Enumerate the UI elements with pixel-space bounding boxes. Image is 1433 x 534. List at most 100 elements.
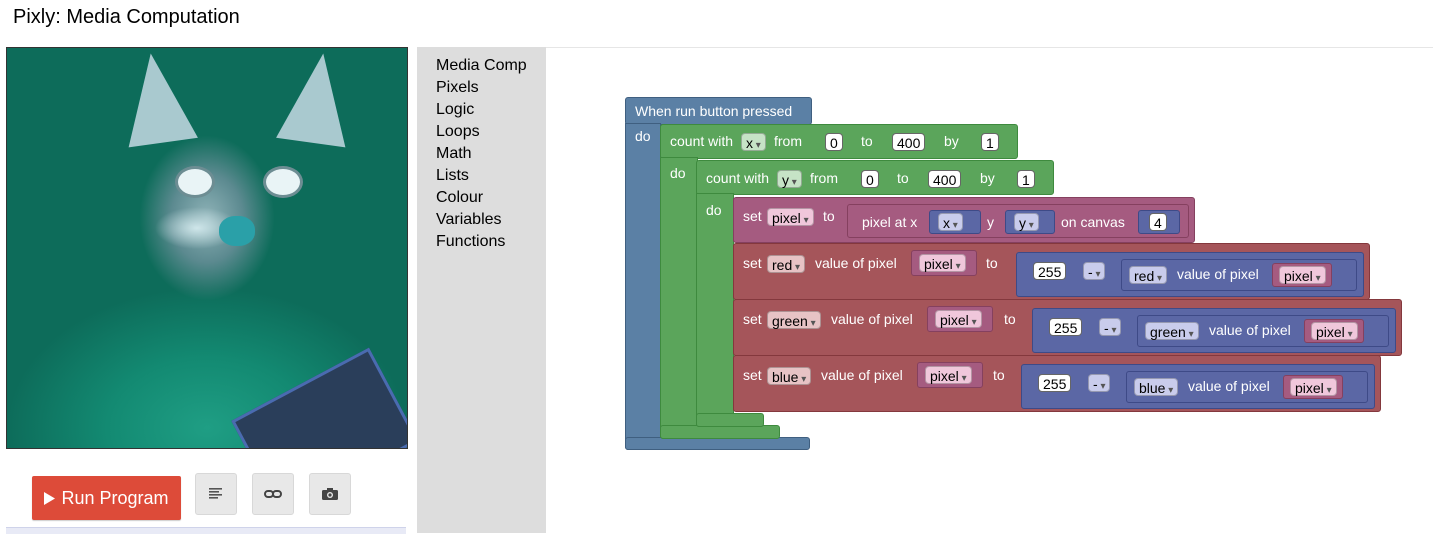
green-subtract-block[interactable]: 255 - green value of pixel pixel <box>1032 308 1396 353</box>
run-program-button[interactable]: Run Program <box>32 476 181 520</box>
loop-x-footer[interactable] <box>660 425 780 439</box>
toolbox-category-variables[interactable]: Variables <box>436 211 502 228</box>
y-variable-block[interactable]: y <box>1005 210 1055 234</box>
green-pixel-dropdown[interactable]: pixel <box>935 310 982 328</box>
align-left-icon <box>209 488 222 499</box>
toolbox-category-pixels[interactable]: Pixels <box>436 79 479 96</box>
loop-x-count-with: count with <box>670 133 734 149</box>
red-inner-value-block[interactable]: red value of pixel pixel <box>1121 259 1357 291</box>
cat-book <box>231 347 407 448</box>
show-code-button[interactable] <box>195 473 237 515</box>
blue-inner-channel-dropdown[interactable]: blue <box>1134 378 1179 396</box>
loop-y-step-field[interactable]: 1 <box>1017 170 1035 188</box>
green-inner-channel-dropdown[interactable]: green <box>1145 322 1199 340</box>
red-inner-pixel-dropdown[interactable]: pixel <box>1279 266 1326 284</box>
blue-pixel-dropdown[interactable]: pixel <box>925 366 972 384</box>
blue-operator-dropdown[interactable]: - <box>1088 374 1111 392</box>
green-inner-pixel-block[interactable]: pixel <box>1304 319 1364 343</box>
blue-pixel-var-block[interactable]: pixel <box>917 362 983 388</box>
page-title: Pixly: Media Computation <box>13 6 240 28</box>
loop-y-header[interactable]: count with y from 0 to 400 by 1 <box>696 160 1054 195</box>
green-const-field[interactable]: 255 <box>1049 318 1083 336</box>
blue-const-field[interactable]: 255 <box>1038 374 1072 392</box>
loop-x-var-dropdown[interactable]: x <box>741 133 766 151</box>
set-blue-block[interactable]: set blue value of pixel pixel to 255 - b… <box>733 355 1381 412</box>
set-green-to-label: to <box>1004 311 1016 327</box>
toolbox-category-media-comp[interactable]: Media Comp <box>436 57 527 74</box>
toolbox-category-lists[interactable]: Lists <box>436 167 469 184</box>
toolbox-category-functions[interactable]: Functions <box>436 233 506 250</box>
red-pixel-dropdown[interactable]: pixel <box>919 254 966 272</box>
blue-inner-pixel-block[interactable]: pixel <box>1283 375 1343 399</box>
output-canvas <box>6 47 408 449</box>
set-green-value-label: value of pixel <box>831 311 913 327</box>
loop-y-do-label: do <box>706 202 722 218</box>
green-inner-value-block[interactable]: green value of pixel pixel <box>1137 315 1389 347</box>
loop-y-from-label: from <box>810 170 838 186</box>
loop-y-footer[interactable] <box>696 413 764 427</box>
cat-eye-left <box>175 166 215 198</box>
loop-y-end-field[interactable]: 400 <box>928 170 962 188</box>
x-variable-dropdown[interactable]: x <box>938 213 963 231</box>
red-subtract-block[interactable]: 255 - red value of pixel pixel <box>1016 252 1364 297</box>
loop-y-by-label: by <box>980 170 995 186</box>
share-link-button[interactable] <box>252 473 294 515</box>
set-green-block[interactable]: set green value of pixel pixel to 255 - … <box>733 299 1402 356</box>
toolbox-category-loops[interactable]: Loops <box>436 123 480 140</box>
loop-x-header[interactable]: count with x from 0 to 400 by 1 <box>660 124 1018 159</box>
pixel-at-block[interactable]: pixel at x x y y on canvas 4 <box>847 204 1189 238</box>
cat-ear-left <box>116 48 198 148</box>
pixel-at-x-label: pixel at x <box>862 214 918 230</box>
canvas-number-field[interactable]: 4 <box>1149 213 1167 231</box>
loop-x-by-label: by <box>944 133 959 149</box>
loop-y-count-with: count with <box>706 170 770 186</box>
set-pixel-block[interactable]: set pixel to pixel at x x y y on canvas … <box>733 197 1195 243</box>
blue-subtract-block[interactable]: 255 - blue value of pixel pixel <box>1021 364 1375 409</box>
loop-x-end-field[interactable]: 400 <box>892 133 926 151</box>
canvas-number-block[interactable]: 4 <box>1138 210 1180 234</box>
red-inner-pixel-block[interactable]: pixel <box>1272 263 1332 287</box>
toolbox-category-logic[interactable]: Logic <box>436 101 475 118</box>
red-channel-dropdown[interactable]: red <box>767 255 806 273</box>
green-inner-pixel-dropdown[interactable]: pixel <box>1311 322 1358 340</box>
pixel-at-y-label: y <box>987 214 994 230</box>
loop-y-var-dropdown[interactable]: y <box>777 170 802 188</box>
x-variable-block[interactable]: x <box>929 210 981 234</box>
loop-y-to-label: to <box>897 170 909 186</box>
loop-y-start-field[interactable]: 0 <box>861 170 879 188</box>
blue-channel-dropdown[interactable]: blue <box>767 367 812 385</box>
set-blue-set-label: set <box>743 367 762 383</box>
green-channel-dropdown[interactable]: green <box>767 311 821 329</box>
set-pixel-var-dropdown[interactable]: pixel <box>767 208 814 226</box>
green-operator-dropdown[interactable]: - <box>1099 318 1122 336</box>
on-canvas-label: on canvas <box>1061 214 1125 230</box>
loop-x-body[interactable]: do <box>660 157 698 439</box>
loop-x-from-label: from <box>774 133 802 149</box>
y-variable-dropdown[interactable]: y <box>1014 213 1039 231</box>
blue-inner-value-block[interactable]: blue value of pixel pixel <box>1126 371 1368 403</box>
event-block-header[interactable]: When run button pressed <box>625 97 812 125</box>
event-label: When run button pressed <box>635 103 793 119</box>
red-inner-channel-dropdown[interactable]: red <box>1129 266 1168 284</box>
toolbox-category-colour[interactable]: Colour <box>436 189 484 206</box>
set-red-to-label: to <box>986 255 998 271</box>
red-pixel-var-block[interactable]: pixel <box>911 250 977 276</box>
run-program-label: Run Program <box>61 487 169 508</box>
event-block-body[interactable]: do <box>625 123 661 450</box>
blue-inner-pixel-dropdown[interactable]: pixel <box>1290 378 1337 396</box>
toolbox-category-math[interactable]: Math <box>436 145 472 162</box>
canvas-footer <box>6 527 406 534</box>
green-pixel-var-block[interactable]: pixel <box>927 306 993 332</box>
snapshot-button[interactable] <box>309 473 351 515</box>
red-const-field[interactable]: 255 <box>1033 262 1067 280</box>
set-red-block[interactable]: set red value of pixel pixel to 255 - re… <box>733 243 1370 300</box>
loop-x-start-field[interactable]: 0 <box>825 133 843 151</box>
loop-y-body[interactable]: do <box>696 193 734 427</box>
red-operator-dropdown[interactable]: - <box>1083 262 1106 280</box>
cat-ear-right <box>276 48 358 148</box>
cat-eye-right <box>263 166 303 198</box>
play-icon <box>44 491 56 505</box>
set-pixel-set-label: set <box>743 208 762 224</box>
loop-x-step-field[interactable]: 1 <box>981 133 999 151</box>
camera-icon <box>322 488 338 500</box>
